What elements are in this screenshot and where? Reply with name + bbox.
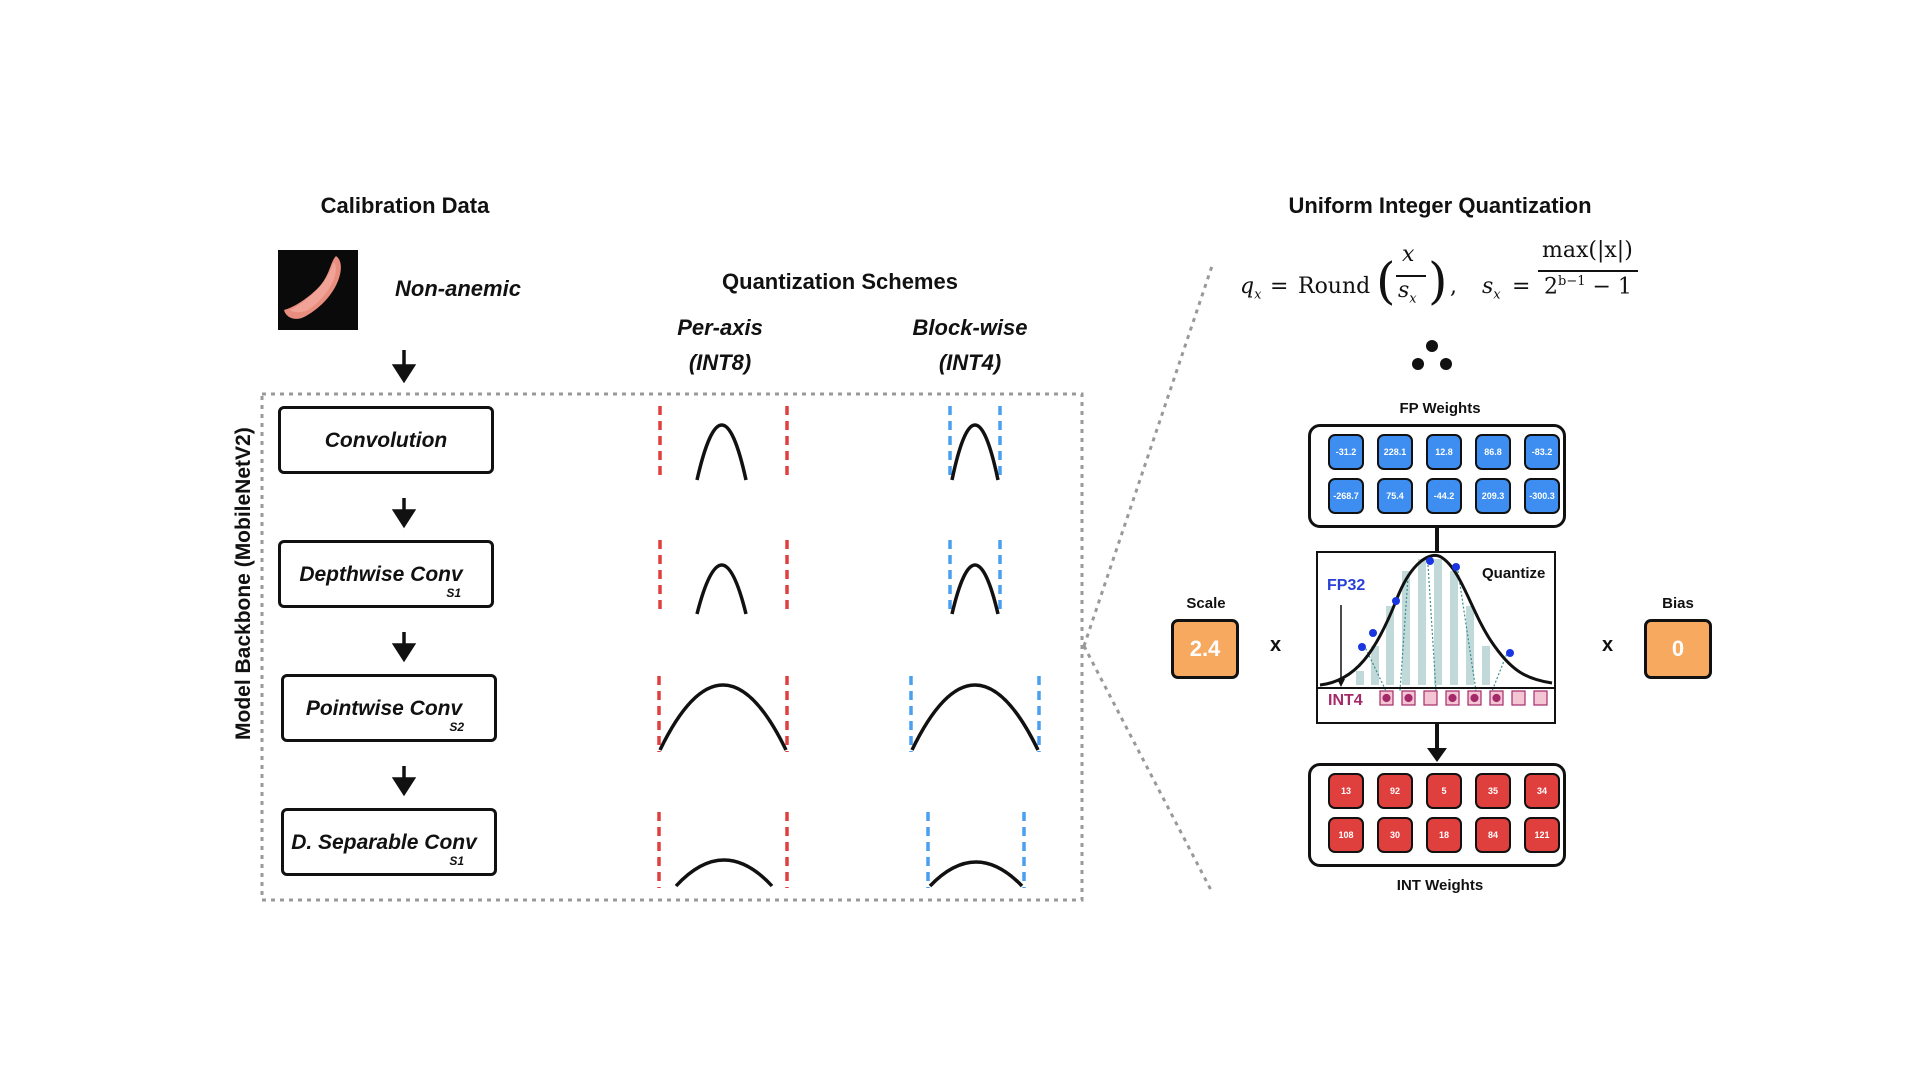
scale-value: 2.4 — [1189, 636, 1221, 661]
formula-comma: , — [1450, 274, 1457, 299]
int-weight-cell: 5 — [1426, 773, 1462, 809]
formula-frac-num: x — [1402, 242, 1415, 267]
quantization-formula: qx = Round ( x sx ) , sx = max(|x|) 2b−1… — [1240, 238, 1660, 328]
formula-s: sx — [1482, 274, 1501, 303]
ellipsis-dots-icon — [1412, 340, 1452, 370]
layer-stride: S1 — [449, 854, 464, 868]
fp-weight-cell: -44.2 — [1426, 478, 1462, 514]
int-weight-cell: 34 — [1524, 773, 1560, 809]
layer-name: D. Separable Conv — [291, 831, 477, 854]
formula-max: max(|x|) — [1542, 238, 1633, 263]
fp-weight-cell: 86.8 — [1475, 434, 1511, 470]
flow-arrows — [391, 350, 417, 797]
bias-title: Bias — [1662, 595, 1694, 612]
formula-equals-2: = — [1512, 274, 1531, 299]
scale-value-box: 2.4 — [1171, 619, 1239, 679]
formula-frac-den: sx — [1398, 278, 1417, 307]
per-axis-label: Per-axis — [677, 315, 763, 340]
times-symbol-right: x — [1602, 634, 1614, 656]
layer-name: Convolution — [324, 429, 448, 452]
int4-label: INT4 — [1328, 692, 1363, 709]
fp-weight-cell: 228.1 — [1377, 434, 1413, 470]
fp-weight-cell: -268.7 — [1328, 478, 1364, 514]
quantize-illustration — [1316, 554, 1556, 706]
fp32-distribution-curve — [1319, 554, 1553, 687]
formula-paren-close: ) — [1428, 252, 1448, 310]
backbone-dashed-box — [260, 392, 1084, 902]
formula-q: qx — [1240, 274, 1262, 303]
layer-depthwise-conv: Depthwise Conv S1 — [278, 540, 494, 608]
fp-weight-cell: 12.8 — [1426, 434, 1462, 470]
fp-weight-cell: 209.3 — [1475, 478, 1511, 514]
formula-frac-bar — [1396, 275, 1426, 277]
zoom-line-top — [1082, 265, 1214, 647]
per-axis-distribution — [674, 858, 774, 888]
per-axis-precision: (INT8) — [688, 350, 752, 375]
per-axis-distribution — [658, 683, 788, 751]
fp-weight-cell: -83.2 — [1524, 434, 1560, 470]
block-wise-distribution — [928, 860, 1024, 888]
formula-equals: = — [1270, 274, 1289, 299]
int-weight-cell: 121 — [1524, 817, 1560, 853]
int-weight-cell: 30 — [1377, 817, 1413, 853]
quantization-schemes-title: Quantization Schemes — [722, 269, 958, 294]
int-weight-cell: 13 — [1328, 773, 1364, 809]
block-wise-distribution — [910, 683, 1040, 751]
sample-label: Non-anemic — [395, 276, 521, 301]
block-wise-precision: (INT4) — [938, 350, 1002, 375]
fp-weight-cell: -300.3 — [1524, 478, 1560, 514]
layer-pointwise-conv: Pointwise Conv S2 — [281, 674, 497, 742]
uniform-quantization-title: Uniform Integer Quantization — [1288, 193, 1592, 218]
block-wise-distribution — [950, 423, 1000, 481]
calibration-data-title: Calibration Data — [320, 193, 490, 218]
block-wise-label: Block-wise — [912, 315, 1028, 340]
times-symbol-left: x — [1270, 634, 1282, 656]
calibration-sample-image — [278, 250, 358, 330]
layer-name: Depthwise Conv — [299, 563, 463, 586]
int-weight-cell: 84 — [1475, 817, 1511, 853]
int-weights-title: INT Weights — [1396, 877, 1484, 894]
formula-paren-open: ( — [1376, 252, 1396, 310]
layer-stride: S2 — [449, 720, 464, 734]
bias-value-box: 0 — [1644, 619, 1712, 679]
per-axis-distribution — [695, 563, 748, 615]
formula-denominator: 2b−1 − 1 — [1544, 274, 1632, 300]
scale-title: Scale — [1186, 595, 1226, 612]
block-wise-distribution — [950, 563, 1000, 615]
fp-weights-title: FP Weights — [1399, 400, 1481, 417]
layer-stride: S1 — [446, 586, 461, 600]
fp32-label: FP32 — [1327, 577, 1366, 594]
layer-separable-conv: D. Separable Conv S1 — [281, 808, 497, 876]
int-weight-cell: 108 — [1328, 817, 1364, 853]
formula-round: Round — [1298, 274, 1371, 299]
int-weight-cell: 92 — [1377, 773, 1413, 809]
fp-weight-cell: 75.4 — [1377, 478, 1413, 514]
bias-value: 0 — [1671, 636, 1685, 661]
int-weight-cell: 18 — [1426, 817, 1462, 853]
layer-name: Pointwise Conv — [305, 697, 463, 720]
formula-frac-bar-2 — [1538, 270, 1638, 272]
zoom-line-bottom — [1082, 645, 1214, 893]
quantize-label: Quantize — [1482, 565, 1546, 582]
layer-convolution: Convolution — [278, 406, 494, 474]
fp-weight-cell: -31.2 — [1328, 434, 1364, 470]
per-axis-distribution — [695, 423, 748, 481]
int-weight-cell: 35 — [1475, 773, 1511, 809]
